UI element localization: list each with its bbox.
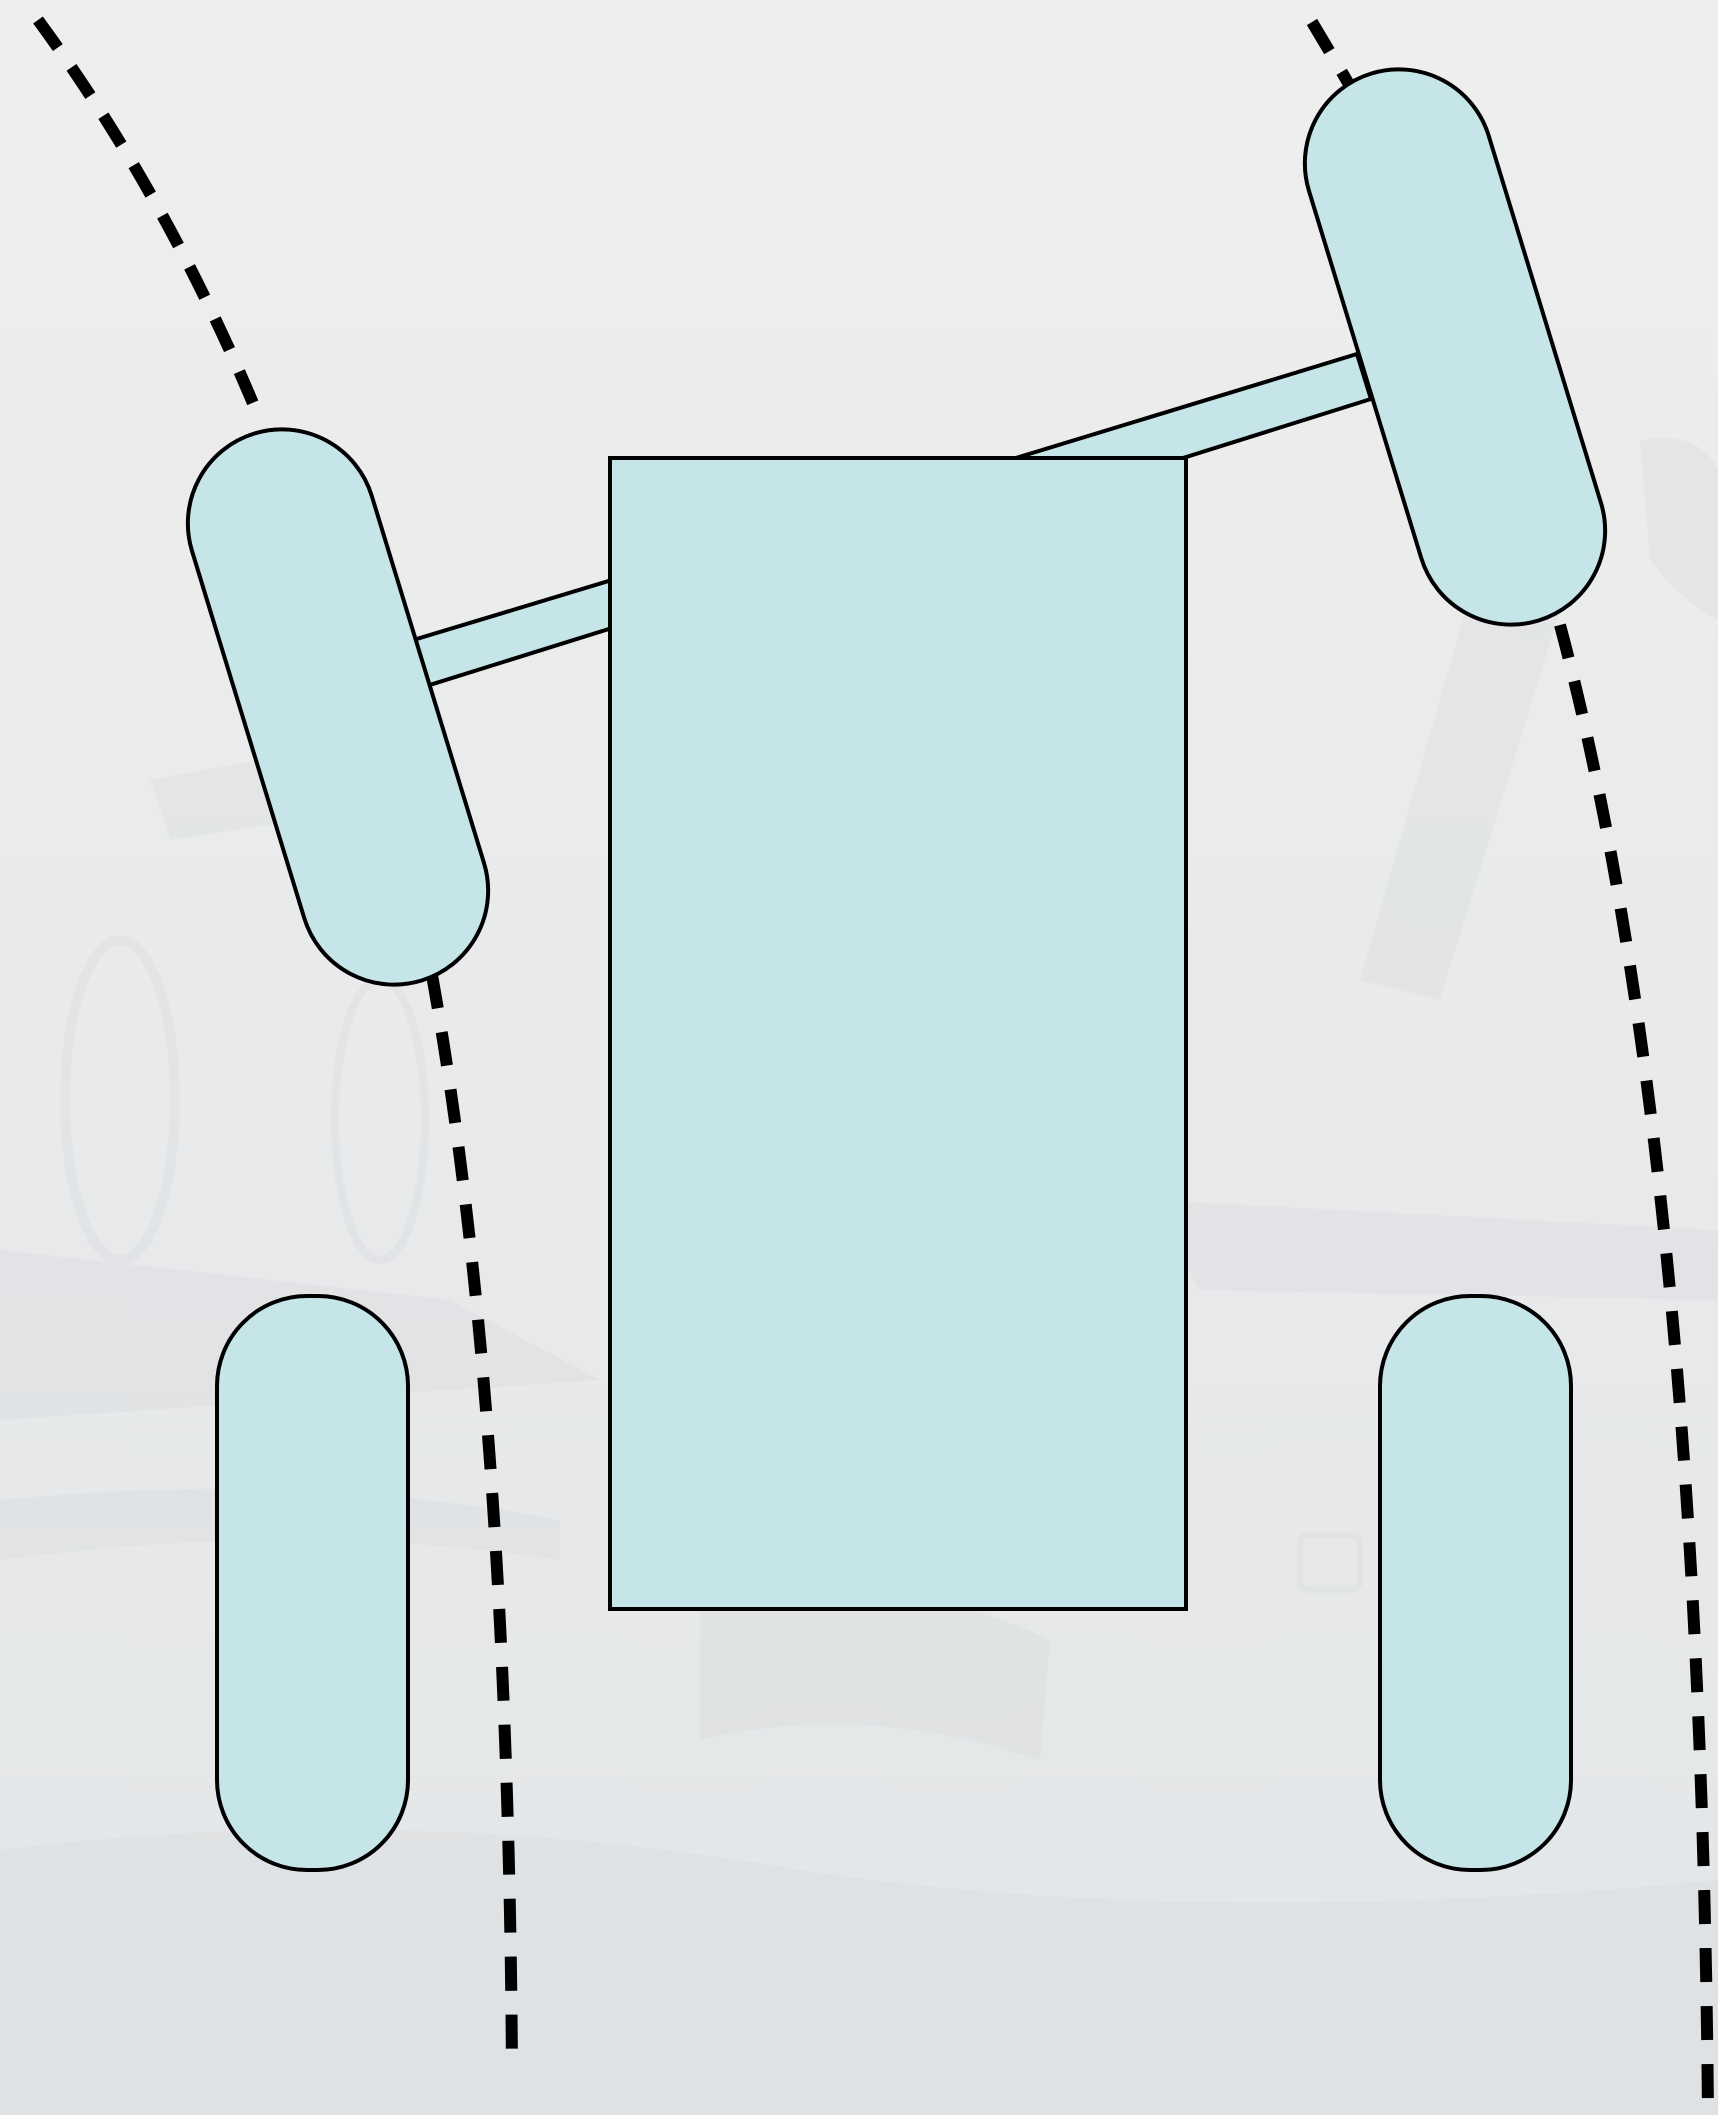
background-texture: [0, 438, 1718, 2115]
front-left-wheel: [185, 427, 491, 987]
rear-right-wheel: [1378, 1294, 1573, 1872]
left-wheel-path-rear: [426, 973, 518, 2073]
right-wheel-path-rear: [1554, 623, 1714, 2115]
rear-left-wheel: [215, 1294, 410, 1872]
left-wheel-path: [33, 16, 268, 428]
vehicle-body: [608, 456, 1188, 1611]
front-right-wheel: [1302, 67, 1608, 627]
